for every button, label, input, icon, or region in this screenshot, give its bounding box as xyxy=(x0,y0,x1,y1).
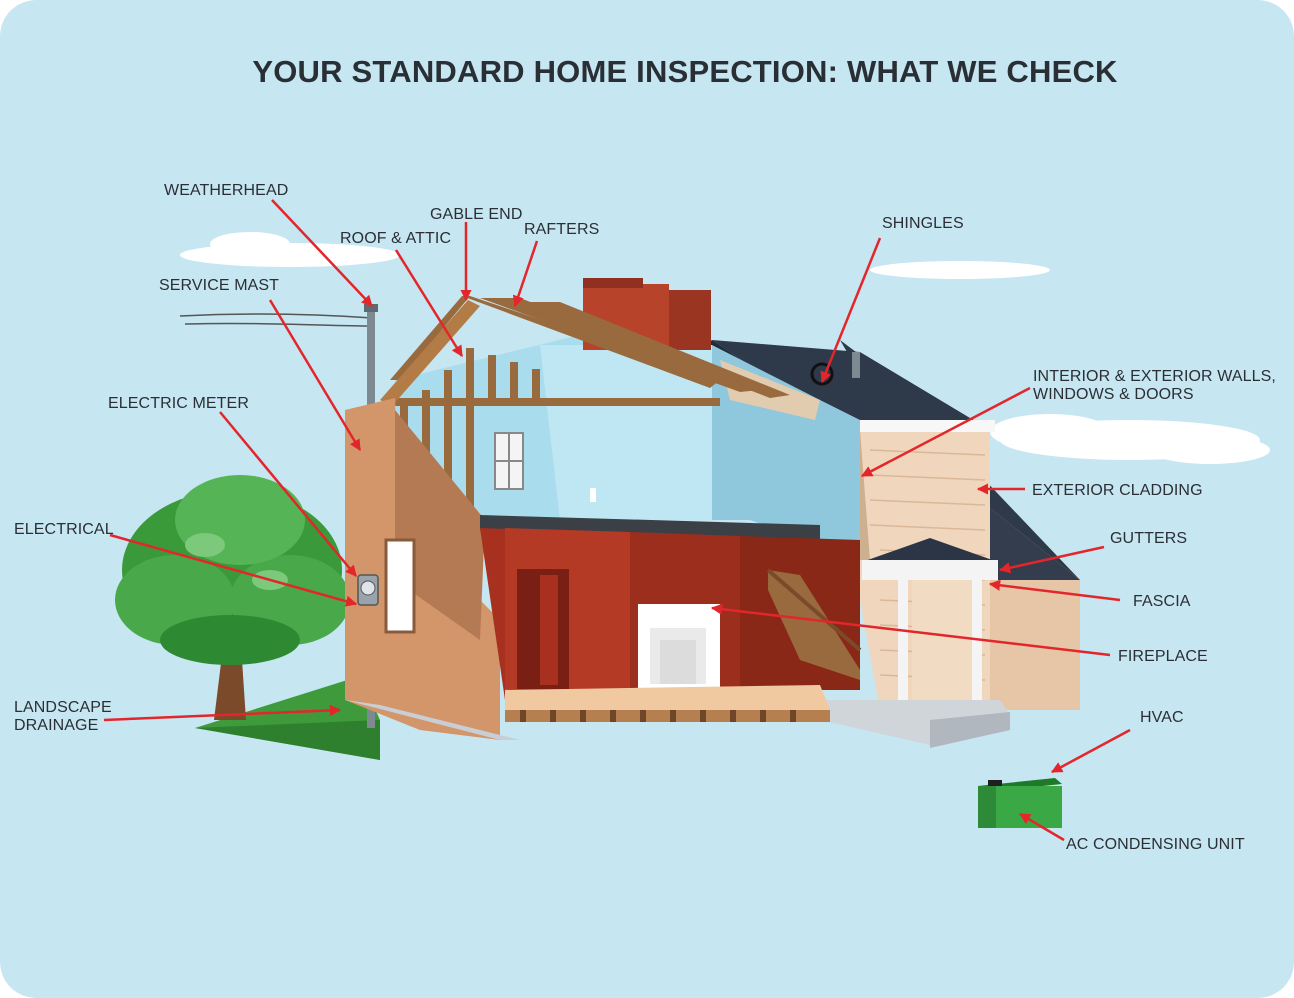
arrow-shingles xyxy=(820,237,882,384)
label-electrical: ELECTRICAL xyxy=(14,521,114,538)
arrow-hvac xyxy=(1051,728,1131,774)
staircase xyxy=(766,568,862,680)
arrow-fascia xyxy=(988,579,1121,602)
electric-meter-shape xyxy=(357,574,379,606)
floor-joists xyxy=(505,685,830,722)
label-walls-line2: WINDOWS & DOORS xyxy=(1033,386,1194,403)
callout-arrows xyxy=(103,199,1131,842)
label-electric-meter: ELECTRIC METER xyxy=(108,395,249,412)
arrow-weatherhead xyxy=(271,199,373,307)
label-fireplace: FIREPLACE xyxy=(1118,648,1208,665)
lower-rooms xyxy=(480,528,862,700)
label-walls-line1: INTERIOR & EXTERIOR WALLS, xyxy=(1033,368,1276,385)
arrow-walls xyxy=(861,386,1031,478)
clouds xyxy=(180,232,1270,464)
arrow-rafters xyxy=(512,240,539,308)
left-wall xyxy=(345,398,520,740)
label-exterior-cladding: EXTERIOR CLADDING xyxy=(1032,482,1203,499)
label-service-mast: SERVICE MAST xyxy=(159,277,280,294)
label-landscape-line2: DRAINAGE xyxy=(14,717,99,734)
arrow-fireplace xyxy=(710,603,1111,657)
label-fascia: FASCIA xyxy=(1133,593,1191,610)
label-ac-unit: AC CONDENSING UNIT xyxy=(1066,836,1245,853)
label-roof-attic: ROOF & ATTIC xyxy=(340,230,452,247)
label-gutters: GUTTERS xyxy=(1110,530,1188,547)
arrow-landscape xyxy=(103,704,342,722)
label-hvac: HVAC xyxy=(1140,709,1184,726)
arrow-electric-meter xyxy=(219,411,357,577)
page-title: YOUR STANDARD HOME INSPECTION: WHAT WE C… xyxy=(252,54,1118,89)
arrow-roof-attic xyxy=(394,249,464,357)
arrow-ac-unit xyxy=(1019,812,1065,842)
arrow-service-mast xyxy=(268,299,362,451)
shingles-marker xyxy=(810,362,834,386)
lawn xyxy=(195,676,380,760)
label-gable-end: GABLE END xyxy=(430,206,523,223)
label-shingles: SHINGLES xyxy=(882,215,964,232)
upper-rooms xyxy=(395,330,860,560)
arrow-gutters xyxy=(998,545,1105,574)
label-rafters: RAFTERS xyxy=(524,221,600,238)
arrow-electrical xyxy=(109,533,358,607)
label-weatherhead: WEATHERHEAD xyxy=(164,182,289,199)
label-landscape-line1: LANDSCAPE xyxy=(14,699,112,716)
floor-slab xyxy=(480,515,820,540)
